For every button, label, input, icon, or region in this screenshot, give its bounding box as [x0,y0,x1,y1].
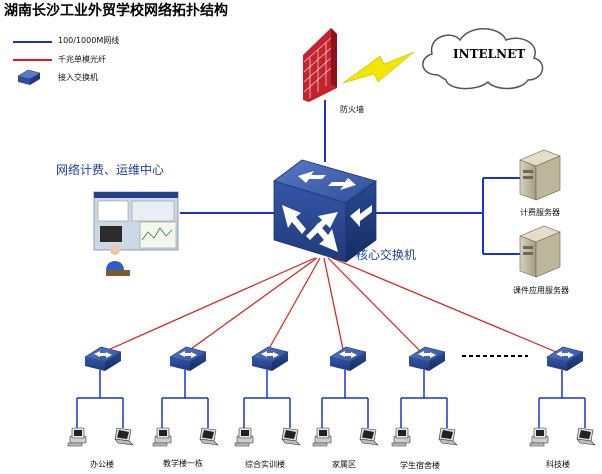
core-switch-label: 核心交换机 [356,248,417,262]
site-label-family: 家属区 [332,460,356,469]
access-switch-icon [169,346,207,371]
desktop-pc-icon [391,427,411,447]
fiber-links [98,257,562,355]
legend-switch-label: 接入交换机 [58,73,98,82]
access-switch-icon [251,346,289,371]
access-switch-icon [546,346,584,371]
access-switch-icon [329,346,367,371]
laptop-icon [359,427,379,446]
laptop-icon [576,427,596,446]
courseware-server-label: 课件应用服务器 [513,286,569,295]
firewall-label: 防火墙 [340,105,364,114]
core-switch-icon [273,159,377,263]
legend-copper-label: 100/1000M网线 [58,36,120,45]
site-label-tech: 科技楼 [546,460,570,469]
internet-cloud [422,28,544,90]
site-label-office: 办公楼 [90,460,114,469]
lightning-icon [342,51,415,84]
ops-center-image [93,191,179,276]
site-label-teaching: 教学楼一栋 [163,459,203,468]
desktop-pc-icon [529,427,549,447]
legend-fiber-label: 千兆单模光纤 [58,55,106,64]
desktop-pc-icon [152,427,172,447]
desktop-pc-icon [234,427,254,447]
ops-center-label: 网络计费、运维中心 [56,163,165,177]
firewall-icon [303,28,337,102]
access-switch-icon [408,346,446,371]
desktop-pc-icon [67,427,87,447]
laptop-icon [281,427,301,446]
site-label-dorm: 学生宿舍楼 [400,461,440,470]
billing-server-label: 计费服务器 [520,208,560,217]
site-label-training: 综合实训楼 [245,460,285,469]
billing-server-icon [519,149,561,201]
internet-label: INTELNET [453,47,526,61]
laptop-icon [438,427,458,446]
courseware-server-icon [519,225,561,278]
desktop-pc-icon [312,427,332,447]
laptop-icon [114,427,134,446]
access-switch-icon [84,346,122,371]
diagram-title: 湖南长沙工业外贸学校网络拓扑结构 [4,3,228,19]
access-links [76,370,586,428]
legend-switch-icon [17,69,41,85]
laptop-icon [199,427,219,446]
